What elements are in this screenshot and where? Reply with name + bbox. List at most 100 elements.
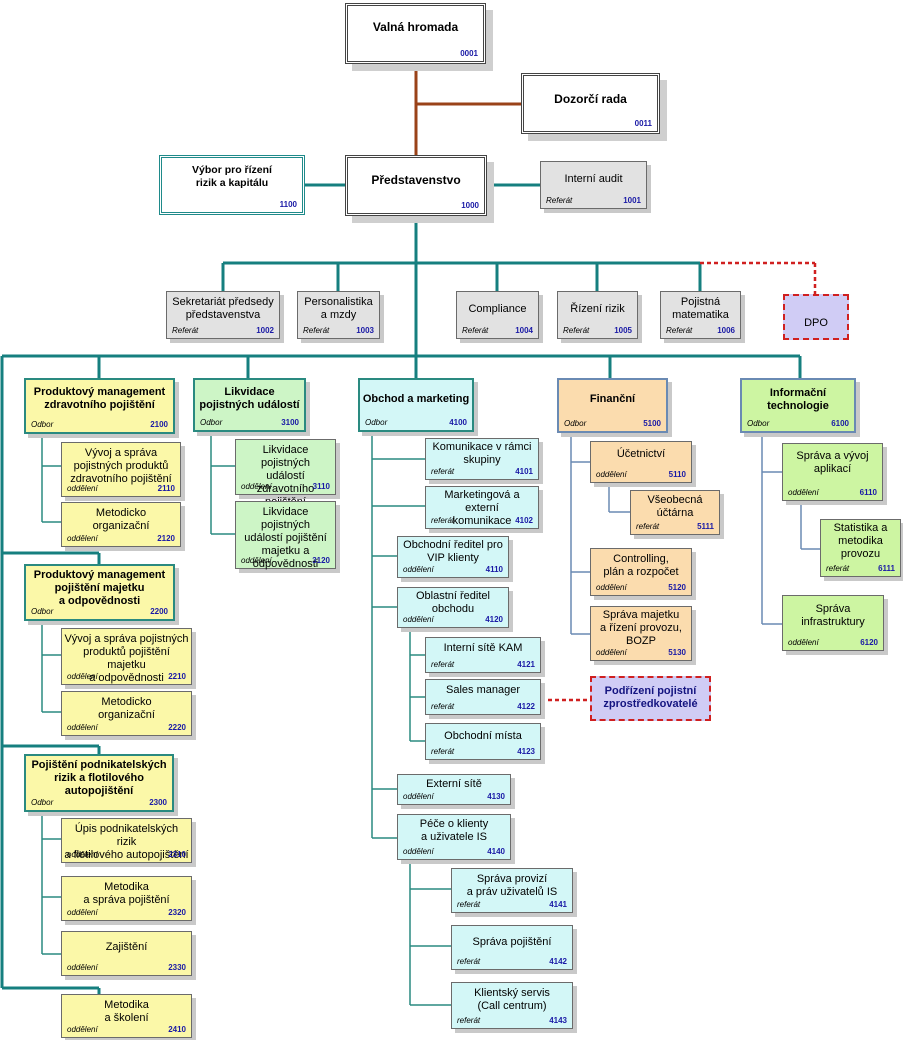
node-level: oddělení	[788, 638, 819, 647]
node-level: oddělení	[67, 908, 98, 917]
node-level: oddělení	[67, 1025, 98, 1034]
node-level: Odbor	[31, 607, 54, 616]
node-obchodni-mista: Obchodní místa referát 4123	[425, 723, 541, 760]
node-pm-zdravotni: Produktový management zdravotního pojišt…	[24, 378, 175, 434]
node-level: oddělení	[596, 648, 627, 657]
node-vybor-rizeni-rizik: Výbor pro řízení rizik a kapitálu 1100	[159, 155, 305, 215]
node-sprava-vyvoj-aplikaci: Správa a vývoj aplikací oddělení 6110	[782, 443, 883, 501]
node-level: oddělení	[403, 847, 434, 856]
node-title: Compliance	[468, 303, 527, 315]
node-metodicko-2220: Metodicko organizační oddělení 2220	[61, 691, 192, 736]
node-code: 4121	[517, 660, 535, 669]
node-title: Informační technologie	[767, 387, 829, 412]
node-code: 1005	[614, 326, 632, 335]
node-level: referát	[457, 957, 481, 966]
node-code: 4101	[515, 467, 533, 476]
node-ucetnictvi: Účetnictví oddělení 5110	[590, 441, 692, 483]
node-code: 3120	[312, 556, 330, 565]
node-title: Likvidace pojistných událostí zdravotníh…	[256, 444, 315, 508]
node-obchodni-vip: Obchodní ředitel pro VIP klienty oddělen…	[397, 536, 509, 578]
node-interni-audit: Interní audit Referát 1001	[540, 161, 647, 209]
node-title: Likvidace pojistných událostí	[199, 386, 300, 411]
node-vyvoj-zdravotni: Vývoj a správa pojistných produktů zdrav…	[61, 442, 181, 497]
node-code: 4122	[517, 702, 535, 711]
node-pece-o-klienty: Péče o klienty a uživatele IS oddělení 4…	[397, 814, 511, 860]
node-informacni-technologie: Informační technologie Odbor 6100	[740, 378, 856, 433]
node-code: 3110	[312, 482, 330, 491]
node-pojistna-matematika: Pojistná matematika Referát 1006	[660, 291, 741, 339]
node-title: Metodicko organizační	[98, 696, 155, 721]
node-code: 2220	[168, 723, 186, 732]
node-title: Marketingová a externí komunikace	[444, 489, 520, 527]
node-code: 4140	[487, 847, 505, 856]
node-title: Správa majetku a řízení provozu, BOZP	[600, 609, 682, 647]
node-title: Úpis podnikatelských rizik a flotilového…	[64, 823, 189, 861]
node-level: oddělení	[67, 534, 98, 543]
node-code: 6110	[859, 488, 877, 497]
node-code: 4130	[487, 792, 505, 801]
node-title: Pojištění podnikatelských rizik a flotil…	[31, 759, 167, 797]
node-financni: Finanční Odbor 5100	[557, 378, 668, 433]
node-personalistika: Personalistika a mzdy Referát 1003	[297, 291, 380, 339]
node-code: 1002	[256, 326, 274, 335]
node-metodicko-2120: Metodicko organizační oddělení 2120	[61, 502, 181, 547]
node-code: 1001	[623, 196, 641, 205]
node-level: oddělení	[67, 963, 98, 972]
node-code: 3100	[281, 418, 299, 427]
node-podnikatelska-rizika: Pojištění podnikatelských rizik a flotil…	[24, 754, 174, 812]
node-rizeni-rizik: Řízení rizik Referát 1005	[557, 291, 638, 339]
node-level: referát	[457, 900, 481, 909]
node-code: 1004	[515, 326, 533, 335]
node-code: 1006	[717, 326, 735, 335]
node-valna-hromada: Valná hromada 0001	[345, 3, 486, 64]
node-level: Referát	[546, 196, 573, 205]
node-compliance: Compliance Referát 1004	[456, 291, 539, 339]
node-code: 2110	[157, 484, 175, 493]
node-code: 5110	[668, 470, 686, 479]
node-level: Odbor	[747, 419, 770, 428]
node-title: Interní audit	[564, 173, 623, 185]
node-code: 2200	[150, 607, 168, 616]
node-title: Interní sítě KAM	[443, 642, 523, 654]
node-level: oddělení	[241, 556, 272, 565]
node-code: 6100	[831, 419, 849, 428]
node-title: Valná hromada	[372, 20, 459, 34]
node-code: 2300	[149, 798, 167, 807]
node-level: referát	[431, 660, 455, 669]
node-metodika-skoleni: Metodika a školení oddělení 2410	[61, 994, 192, 1038]
node-zajisteni: Zajištění oddělení 2330	[61, 931, 192, 976]
node-title: Péče o klienty a uživatele IS	[419, 818, 489, 843]
node-level: Odbor	[31, 798, 54, 807]
node-title: Všeobecná účtárna	[647, 494, 703, 519]
node-vseobecna-uctarna: Všeobecná účtárna referát 5111	[630, 490, 720, 535]
node-title: Řízení rizik	[570, 303, 625, 315]
node-komunikace-skupiny: Komunikace v rámci skupiny referát 4101	[425, 438, 539, 480]
node-code: 4141	[549, 900, 567, 909]
node-sprava-infrastruktury: Správa infrastruktury oddělení 6120	[782, 595, 884, 651]
node-code: 4123	[517, 747, 535, 756]
node-code: 5130	[668, 648, 686, 657]
node-title: Výbor pro řízení rizik a kapitálu	[192, 164, 272, 189]
node-title: Statistika a metodika provozu	[833, 522, 888, 560]
node-level: oddělení	[241, 482, 272, 491]
node-level: oddělení	[788, 488, 819, 497]
node-level: oddělení	[67, 723, 98, 732]
node-title: Likvidace pojistných událostí pojištění …	[244, 506, 327, 570]
node-level: Odbor	[31, 420, 54, 429]
node-pm-majetek: Produktový management pojištění majetku …	[24, 564, 175, 621]
node-title: Správa a vývoj aplikací	[796, 450, 869, 475]
node-dozorci-rada: Dozorčí rada 0011	[521, 73, 660, 134]
node-likvidace: Likvidace pojistných událostí Odbor 3100	[193, 378, 306, 432]
node-title: Personalistika a mzdy	[304, 296, 373, 321]
node-title: Metodika a školení	[104, 999, 149, 1024]
node-code: 2310	[168, 850, 186, 859]
node-likvidace-zdravotni: Likvidace pojistných událostí zdravotníh…	[235, 439, 336, 508]
node-title: Externí sítě	[426, 778, 482, 790]
node-title: Produktový management pojištění majetku …	[33, 569, 166, 607]
node-title: DPO	[804, 317, 828, 329]
node-code: 2210	[168, 672, 186, 681]
node-level: Referát	[563, 326, 590, 335]
node-title: Sales manager	[446, 684, 520, 696]
node-level: oddělení	[67, 850, 98, 859]
node-title: Správa pojištění	[472, 936, 552, 948]
